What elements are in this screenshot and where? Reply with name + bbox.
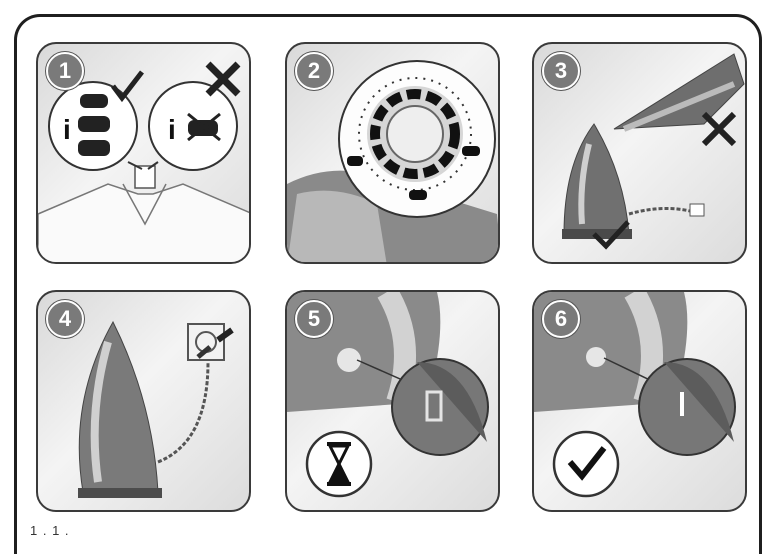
step-number: 2 [295,52,333,90]
step-number: 1 [46,52,84,90]
step-number: 4 [46,300,84,338]
panel-step-5: 5 [285,290,500,512]
panel-step-2: 2 [285,42,500,264]
step-number: 3 [542,52,580,90]
panel-step-1: i i 1 [36,42,251,264]
svg-text:i: i [63,114,71,145]
step-number: 5 [295,300,333,338]
step-number: 6 [542,300,580,338]
hourglass-icon [325,442,353,486]
panel-step-6: 6 [532,290,747,512]
panel-step-4: 4 [36,290,251,512]
caption-text: 1 . 1 . [30,523,70,538]
panel-step-3: 3 [532,42,747,264]
svg-text:i: i [168,114,176,145]
